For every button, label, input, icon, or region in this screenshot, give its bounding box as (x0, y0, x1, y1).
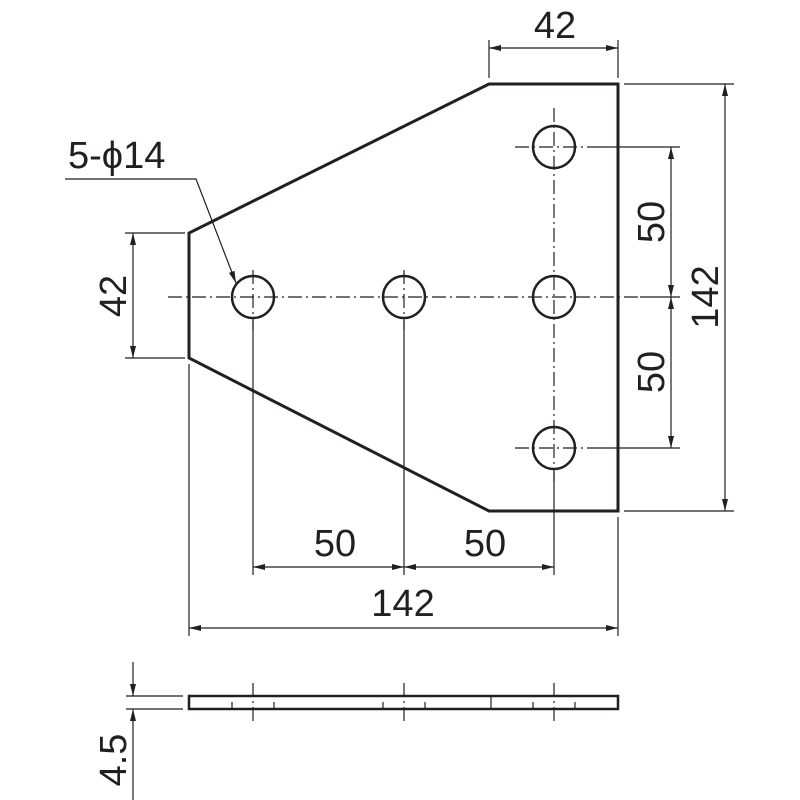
overall-width-dimension: 142 (188, 364, 619, 636)
hole-right (531, 274, 577, 320)
horizontal-spacing-dimensions: 50 50 (252, 320, 555, 575)
top-width-label: 42 (534, 5, 576, 47)
thickness-dimension: 4.5 (93, 662, 183, 800)
right-vertical-dimensions: 50 50 (594, 146, 680, 449)
hole-bottom (531, 425, 577, 471)
hole-middle (381, 274, 427, 320)
left-horizontal-spacing-label: 50 (314, 523, 356, 565)
hole-left (230, 274, 276, 320)
thickness-label: 4.5 (93, 734, 135, 787)
lower-vertical-spacing-label: 50 (631, 351, 673, 393)
side-view (187, 683, 620, 722)
top-width-dimension: 42 (488, 5, 619, 78)
left-height-dimension: 42 (93, 232, 185, 359)
upper-vertical-spacing-label: 50 (631, 201, 673, 243)
overall-width-label: 142 (371, 583, 434, 625)
left-height-label: 42 (93, 275, 135, 317)
hole-callout: 5-ϕ14 (65, 135, 237, 284)
hole-callout-label: 5-ϕ14 (68, 135, 165, 177)
overall-height-label: 142 (685, 265, 727, 328)
overall-height-dimension: 142 (624, 83, 734, 512)
hole-top (531, 124, 577, 170)
plate-outline (187, 82, 620, 513)
right-horizontal-spacing-label: 50 (464, 523, 506, 565)
